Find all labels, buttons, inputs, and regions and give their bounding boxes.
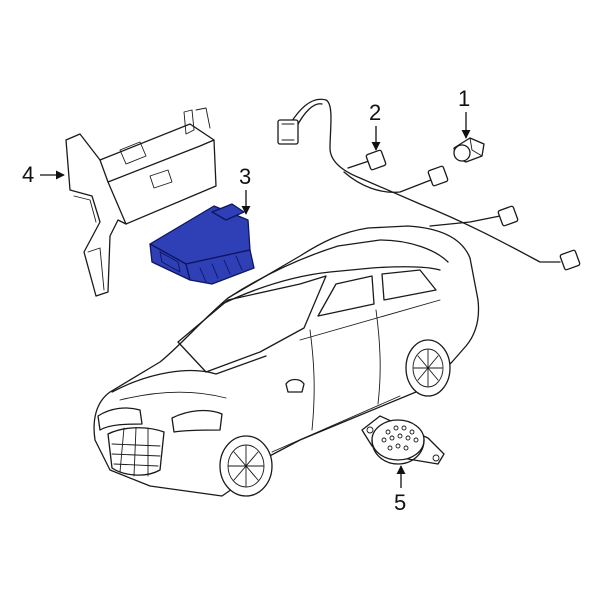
callout-3: 3 [239,164,251,215]
speaker-grille-holes [381,425,419,451]
callout-4: 4 [22,162,65,187]
mounting-bracket [65,107,217,297]
callout-5: 5 [394,465,406,515]
callout-label-2: 2 [369,100,381,125]
callout-2: 2 [369,100,381,151]
callout-label-5: 5 [394,490,406,515]
callout-label-4: 4 [22,162,34,187]
wiring-harness [277,98,581,271]
callout-1: 1 [458,86,471,139]
control-module [149,203,255,285]
callout-label-3: 3 [239,164,251,189]
connector-plug [453,137,485,163]
callout-label-1: 1 [458,86,470,111]
car-illustration [93,225,480,497]
speaker [361,415,445,465]
